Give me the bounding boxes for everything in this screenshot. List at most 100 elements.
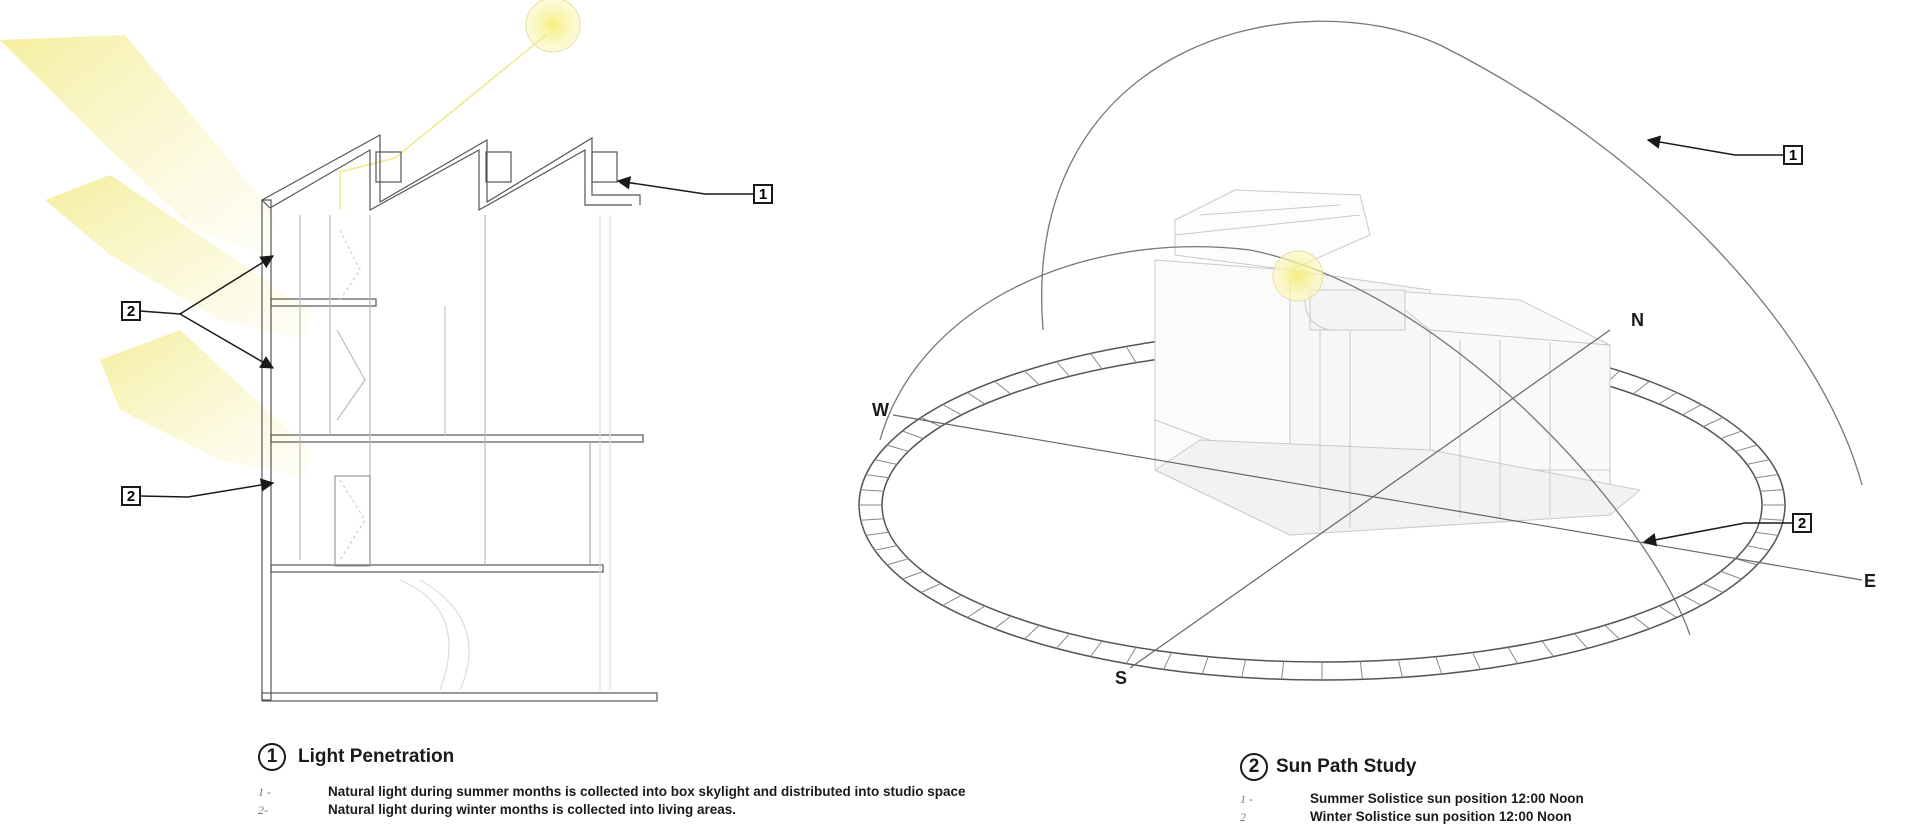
section-tag-1: 1 bbox=[616, 176, 773, 204]
legend-item: 2 Winter Solistice sun position 12:00 No… bbox=[1240, 809, 1584, 826]
ring-tick bbox=[1632, 380, 1650, 395]
legend-item-index: 2 bbox=[1240, 810, 1246, 824]
section-tag-2b: 2 bbox=[121, 478, 275, 506]
ring-tick bbox=[1760, 518, 1784, 521]
ring-tick bbox=[1746, 545, 1770, 551]
ring-tick bbox=[1760, 489, 1784, 492]
ring-tick bbox=[1682, 594, 1702, 606]
legend-item-index: 2- bbox=[258, 803, 268, 817]
winter-light-beam-lower bbox=[100, 330, 310, 478]
south-label: S bbox=[1115, 668, 1127, 688]
legend-item-index: 1 - bbox=[1240, 792, 1253, 806]
ring-tick bbox=[1241, 659, 1247, 678]
sun-path-drawing: N S E W 1 2 bbox=[858, 20, 1876, 688]
legend-title: Light Penetration bbox=[298, 746, 455, 767]
ring-tick bbox=[1024, 370, 1040, 386]
ring-tick bbox=[1507, 647, 1519, 664]
ring-tick bbox=[1702, 417, 1724, 427]
winter-sun-path-arc bbox=[879, 246, 1691, 636]
ring-tick bbox=[1735, 558, 1758, 566]
winter-light-beam-upper bbox=[45, 175, 310, 340]
ring-tick bbox=[1472, 652, 1481, 670]
legend-title: Sun Path Study bbox=[1276, 756, 1417, 777]
ring-tick bbox=[1090, 353, 1103, 370]
ring-tick bbox=[860, 489, 884, 492]
ring-tick bbox=[1755, 531, 1779, 536]
ring-tick bbox=[874, 545, 898, 551]
ring-tick bbox=[994, 380, 1012, 395]
ring-tick bbox=[1056, 633, 1070, 649]
ring-tick bbox=[1125, 346, 1137, 363]
ring-tick bbox=[1682, 404, 1702, 416]
ring-tick bbox=[902, 570, 924, 580]
legend-item-text: Natural light during summer months is co… bbox=[328, 784, 966, 799]
ring-tick bbox=[1056, 361, 1070, 377]
legend-light-penetration: 1 Light Penetration 1 - Natural light du… bbox=[258, 740, 966, 819]
ring-tick bbox=[994, 615, 1012, 630]
ring-tick bbox=[1702, 583, 1724, 593]
ring-tick bbox=[1435, 656, 1443, 675]
legend-number-badge: 1 bbox=[258, 743, 286, 771]
ring-tick bbox=[942, 594, 962, 606]
ring-tick bbox=[1090, 640, 1103, 657]
ring-tick bbox=[886, 558, 909, 566]
ring-tick bbox=[1658, 605, 1677, 618]
ring-tick bbox=[865, 531, 889, 536]
legend-item-index: 1 - bbox=[258, 785, 271, 799]
summer-light-beam bbox=[0, 35, 275, 255]
ring-tick bbox=[886, 444, 909, 452]
north-label: N bbox=[1631, 310, 1644, 330]
ring-tick bbox=[1163, 652, 1172, 670]
ring-tick bbox=[920, 583, 942, 593]
legend-item: 1 - Summer Solistice sun position 12:00 … bbox=[1240, 791, 1584, 808]
legend-item-text: Natural light during winter months is co… bbox=[328, 802, 737, 817]
ring-tick bbox=[1541, 640, 1554, 657]
sun-icon bbox=[1272, 250, 1324, 302]
ring-tick bbox=[1359, 661, 1363, 680]
section-tag-1-label: 1 bbox=[759, 186, 767, 203]
ring-tick bbox=[1024, 624, 1040, 640]
ring-tick bbox=[1746, 459, 1770, 465]
ring-tick bbox=[1281, 661, 1285, 680]
legend-item: 1 - Natural light during summer months i… bbox=[258, 784, 966, 801]
sunpath-tag-1-label: 1 bbox=[1789, 147, 1797, 164]
sunpath-tag-2-label: 2 bbox=[1798, 515, 1806, 532]
sunpath-tag-2: 2 bbox=[1642, 513, 1812, 547]
section-tag-2b-label: 2 bbox=[127, 488, 135, 505]
ring-tick bbox=[1604, 624, 1620, 640]
ring-tick bbox=[1574, 633, 1588, 649]
ring-tick bbox=[1201, 656, 1209, 675]
ring-tick bbox=[942, 404, 962, 416]
building-axonometric bbox=[1153, 189, 1642, 536]
building-section bbox=[261, 133, 658, 702]
legend-item: 2- Natural light during winter months is… bbox=[258, 802, 966, 819]
sun-ray-line bbox=[339, 34, 547, 210]
east-label: E bbox=[1864, 571, 1876, 591]
ring-tick bbox=[1720, 570, 1742, 580]
ring-tick bbox=[902, 430, 924, 440]
legend-sun-path-study: 2 Sun Path Study 1 - Summer Solistice su… bbox=[1240, 750, 1584, 826]
ring-tick bbox=[1735, 444, 1758, 452]
legend-item-text: Winter Solistice sun position 12:00 Noon bbox=[1310, 809, 1572, 824]
ring-tick bbox=[874, 459, 898, 465]
ring-tick bbox=[967, 392, 986, 405]
sunpath-tag-1: 1 bbox=[1646, 135, 1803, 165]
ring-tick bbox=[1755, 474, 1779, 479]
ring-tick bbox=[1632, 615, 1650, 630]
ring-tick bbox=[860, 518, 884, 521]
west-label: W bbox=[872, 400, 889, 420]
ring-tick bbox=[1658, 392, 1677, 405]
south-north-axis bbox=[1129, 329, 1611, 669]
ring-tick bbox=[865, 474, 889, 479]
ring-tick bbox=[1125, 647, 1137, 664]
section-tag-2a: 2 bbox=[121, 255, 275, 369]
section-drawing: 1 2 2 bbox=[0, 0, 773, 702]
section-tag-2a-label: 2 bbox=[127, 303, 135, 320]
ring-tick bbox=[1397, 659, 1403, 678]
ring-tick bbox=[967, 605, 986, 618]
sun-icon bbox=[525, 0, 581, 53]
ring-tick bbox=[1720, 430, 1742, 440]
legend-number-badge: 2 bbox=[1240, 753, 1268, 781]
legend-item-text: Summer Solistice sun position 12:00 Noon bbox=[1310, 791, 1584, 806]
